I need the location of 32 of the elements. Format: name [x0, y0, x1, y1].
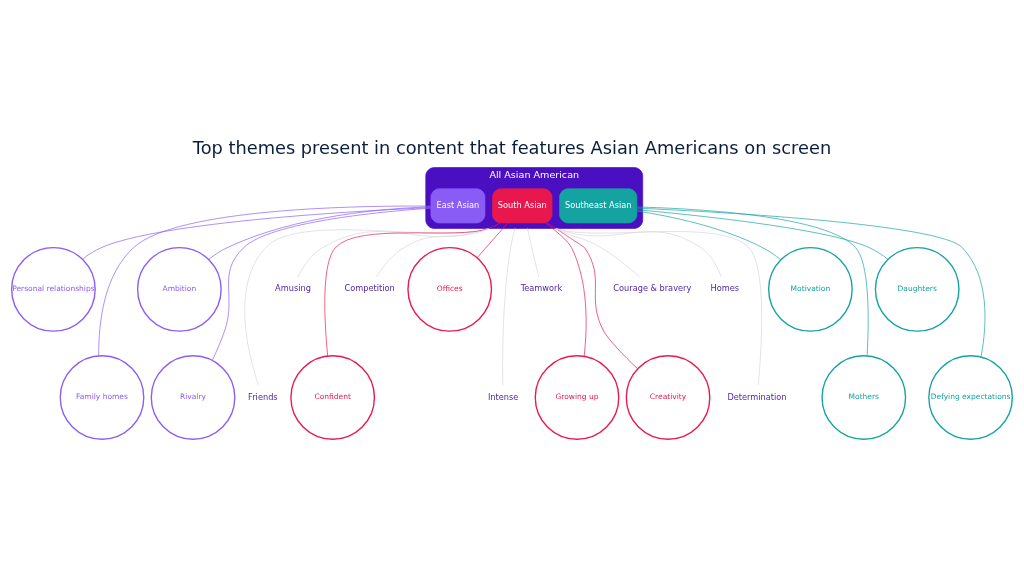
- connector: [555, 228, 762, 386]
- connector: [211, 207, 432, 361]
- connector: [324, 222, 501, 357]
- connector: [502, 228, 516, 386]
- connector: [555, 228, 722, 278]
- connector: [376, 228, 490, 278]
- node-box: Southeast Asian: [559, 188, 638, 224]
- connector: [547, 222, 638, 370]
- connector: [555, 228, 641, 278]
- connector: [636, 210, 782, 260]
- node-box: South Asian: [492, 188, 553, 224]
- connector: [208, 206, 432, 260]
- connector: [476, 222, 508, 258]
- node-text: Homes: [710, 283, 740, 294]
- connector: [636, 209, 889, 260]
- node-text: Courage & bravery: [613, 283, 692, 294]
- node-text: Competition: [344, 283, 395, 294]
- connector: [545, 222, 587, 357]
- node-text: Friends: [248, 391, 278, 402]
- connector: [297, 228, 490, 278]
- connector: [527, 228, 539, 278]
- node-box: East Asian: [430, 188, 486, 224]
- connector: [244, 228, 490, 386]
- node-text: Teamwork: [520, 283, 563, 294]
- connector: [636, 206, 869, 357]
- node-text: Amusing: [275, 283, 311, 294]
- connector: [636, 207, 986, 358]
- connector: [82, 207, 432, 260]
- node-text: Determination: [727, 391, 787, 402]
- node-text: Intense: [487, 391, 519, 402]
- diagram-title: Top themes present in content that features Asian Americans on screen: [192, 136, 832, 158]
- connector: [98, 205, 432, 357]
